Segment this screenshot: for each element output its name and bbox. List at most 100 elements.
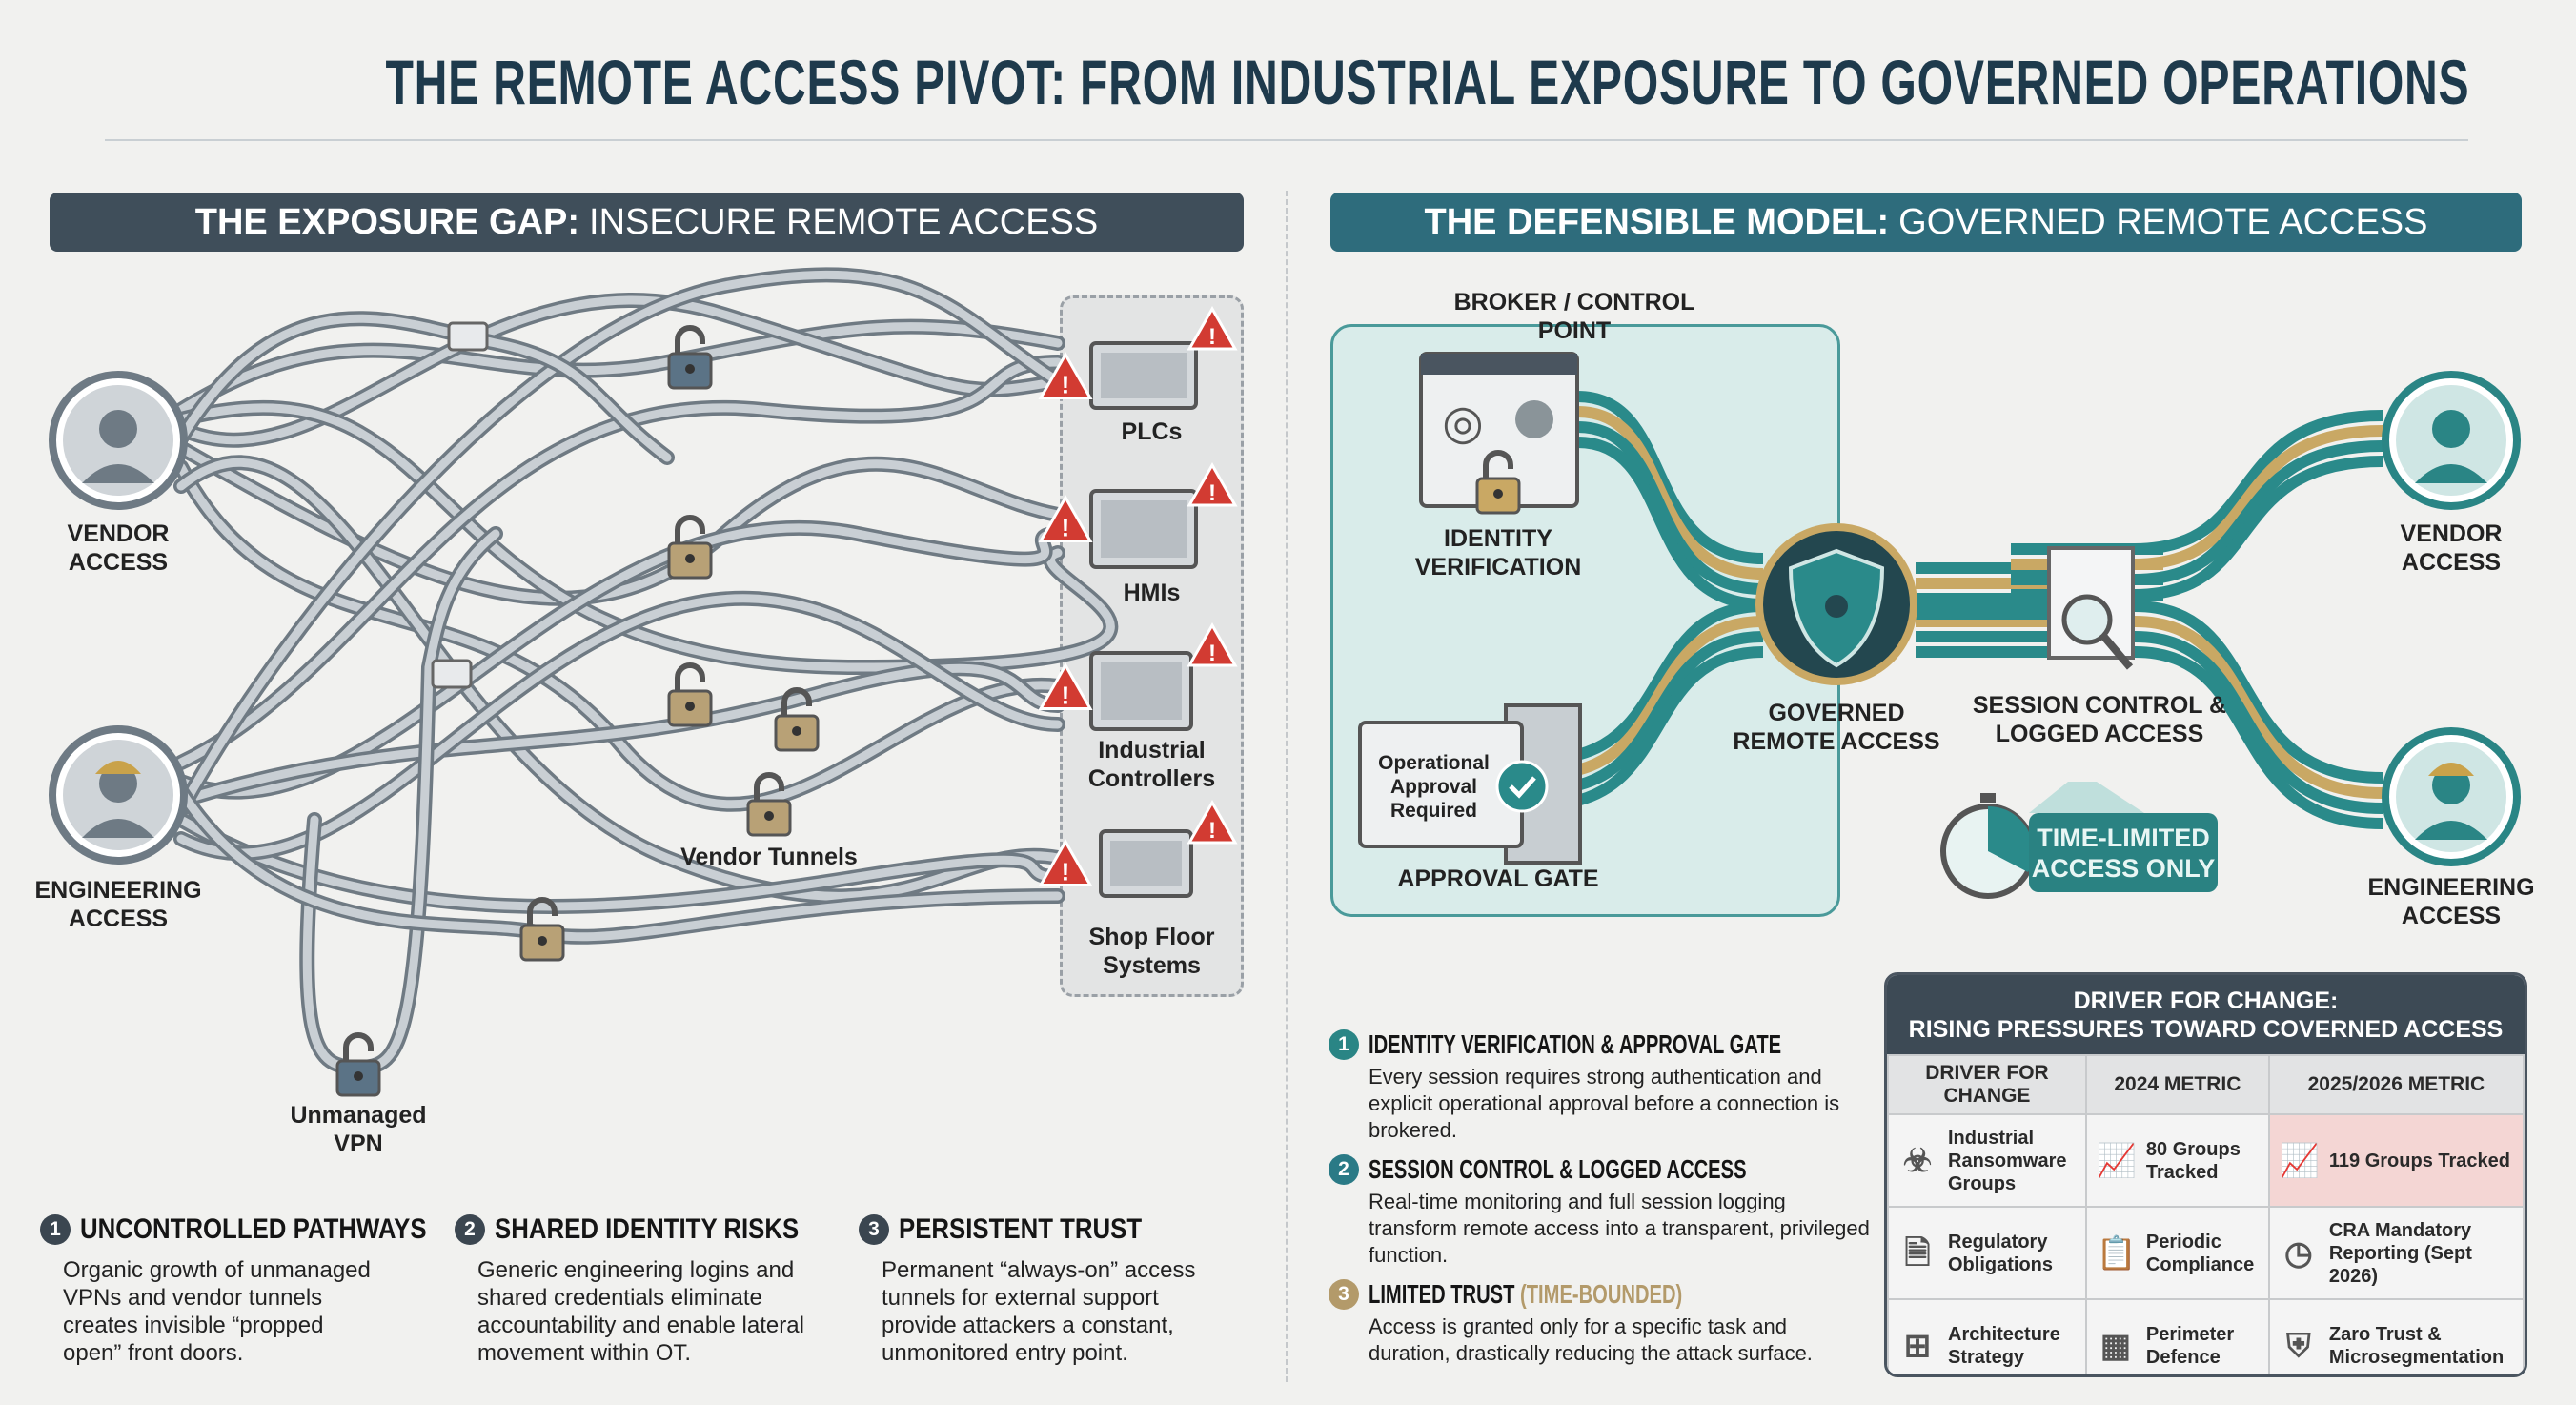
- pipe-highlight: [176, 663, 1063, 805]
- point-body: Generic engineering logins and shared cr…: [477, 1257, 804, 1366]
- exposure-gap-header: THE EXPOSURE GAP:INSECURE REMOTE ACCESS: [50, 193, 1244, 252]
- table-cell: ⛨Zaro Trust & Microsegmentation: [2267, 1298, 2525, 1374]
- col-header: DRIVER FOR CHANGE: [1887, 1054, 2087, 1115]
- pipe: [2134, 646, 2383, 829]
- warning-icon: !: [1038, 838, 1093, 886]
- cell-text: 80 Groups Tracked: [2145, 1138, 2241, 1183]
- cell-text: 119 Groups Tracked: [2328, 1150, 2510, 1171]
- device-hmis: HMIs: [1123, 580, 1181, 606]
- table-cell: 📈119 Groups Tracked: [2267, 1113, 2525, 1208]
- col-header: 2024 METRIC: [2084, 1054, 2270, 1115]
- table-cell: 📋Periodic Compliance: [2084, 1206, 2270, 1300]
- defensible-model-header: THE DEFENSIBLE MODEL:GOVERNED REMOTE ACC…: [1330, 193, 2522, 252]
- table-cell: 📈80 Groups Tracked: [2084, 1113, 2270, 1208]
- warning-mark: !: [1208, 641, 1216, 666]
- pipe: [2134, 456, 2383, 601]
- pipe-highlight: [176, 815, 1063, 911]
- device-shop-floor: Shop Floor Systems: [1088, 924, 1215, 979]
- table-cell: ▦Perimeter Defence: [2084, 1298, 2270, 1374]
- plc-icon: [1089, 341, 1198, 410]
- checkmark-icon: [1495, 760, 1549, 813]
- identity-verification-label: IDENTITY VERIFICATION: [1414, 525, 1582, 580]
- driver-table: DRIVER FOR CHANGE:RISING PRESSURES TOWAR…: [1884, 972, 2527, 1377]
- padlock-icon: [667, 325, 713, 390]
- approval-window-text: Operational Approval Required: [1378, 752, 1490, 822]
- connector-card-icon: [431, 659, 473, 689]
- padlock-icon: [774, 687, 820, 752]
- warning-mark: !: [1062, 681, 1070, 709]
- governed-shield-icon: [1755, 523, 1917, 685]
- pipe-highlight: [302, 529, 500, 1072]
- cell-text: Architecture Strategy: [1948, 1323, 2060, 1368]
- pipe: [2134, 425, 2383, 570]
- device-plcs: PLCs: [1121, 418, 1183, 445]
- warning-mark: !: [1208, 324, 1216, 350]
- pipe-highlight: [176, 270, 1063, 815]
- time-limited-badge: TIME-LIMITED ACCESS ONLY: [2029, 813, 2218, 892]
- page-title-wrap: THE REMOTE ACCESS PIVOT: FROM INDUSTRIAL…: [0, 46, 2576, 118]
- pipe: [1543, 646, 1764, 810]
- point-body: Real-time monitoring and full session lo…: [1369, 1190, 1870, 1267]
- warning-icon: !: [1187, 305, 1238, 351]
- clipboard-icon: 📋: [2096, 1234, 2138, 1272]
- pipe: [1543, 601, 1764, 764]
- warning-icon: !: [1038, 494, 1093, 542]
- engineer-person-icon: [2382, 727, 2521, 866]
- table-row: ☣Industrial Ransomware Groups📈80 Groups …: [1887, 1113, 2525, 1208]
- session-log-document-icon: [2047, 546, 2135, 670]
- tangled-pipes: [173, 267, 1119, 1076]
- connector-card-icon: [447, 321, 489, 352]
- warning-icon: !: [1187, 799, 1238, 845]
- table-cell: ◷CRA Mandatory Reporting (Sept 2026): [2267, 1206, 2525, 1300]
- shield-icon: ⛨: [2286, 1327, 2311, 1364]
- engineering-access-label: ENGINEERING ACCESS: [34, 877, 202, 932]
- table-cell: ☣Industrial Ransomware Groups: [1887, 1113, 2087, 1208]
- session-control-label: SESSION CONTROL & LOGGED ACCESS: [1972, 692, 2227, 747]
- unmanaged-vpn-label: Unmanaged VPN: [290, 1102, 427, 1157]
- point-title: IDENTITY VERIFICATION & APPROVAL GATE: [1369, 1029, 1782, 1059]
- pipe-highlight: [176, 357, 1063, 767]
- fingerprint-icon: ◎: [1442, 396, 1484, 449]
- approval-gate-label: APPROVAL GATE: [1397, 865, 1599, 892]
- engineering-access-right-label: ENGINEERING ACCESS: [2367, 874, 2535, 929]
- padlock-icon: [746, 772, 792, 837]
- table-title-line1: DRIVER FOR CHANGE:: [2073, 987, 2339, 1014]
- controller-icon: [1089, 651, 1193, 731]
- pipe-highlight: [176, 403, 1115, 672]
- cell-text: Regulatory Obligations: [1948, 1231, 2053, 1275]
- pipe: [1543, 616, 1764, 780]
- pipe: [2134, 601, 2383, 784]
- warning-mark: !: [1062, 857, 1070, 886]
- warning-icon: !: [1038, 351, 1093, 399]
- vendor-access-right-label: VENDOR ACCESS: [2400, 520, 2503, 576]
- header-bold: THE DEFENSIBLE MODEL:: [1424, 201, 1890, 242]
- table-title: DRIVER FOR CHANGE:RISING PRESSURES TOWAR…: [1887, 975, 2525, 1054]
- engineer-person-icon: [49, 725, 188, 865]
- page-title: THE REMOTE ACCESS PIVOT: FROM INDUSTRIAL…: [385, 47, 2470, 117]
- pipe: [1576, 406, 1764, 580]
- pipe: [2134, 631, 2383, 814]
- point-title: PERSISTENT TRUST: [899, 1213, 1143, 1245]
- table-cell: 🗎Regulatory Obligations: [1887, 1206, 2087, 1300]
- cell-text: Periodic Compliance: [2145, 1231, 2255, 1275]
- point-title-accent: (TIME-BOUNDED): [1520, 1279, 1683, 1309]
- bar-chart-up-icon: 📈: [2096, 1142, 2138, 1179]
- pipe-highlight: [176, 462, 1063, 809]
- point-body: Organic growth of unmanaged VPNs and ven…: [63, 1257, 371, 1366]
- firewall-icon: ▦: [2099, 1327, 2131, 1364]
- padlock-icon: [335, 1032, 381, 1097]
- number-badge: 1: [40, 1214, 71, 1245]
- table-row: 🗎Regulatory Obligations📋Periodic Complia…: [1887, 1206, 2525, 1300]
- point-title: SHARED IDENTITY RISKS: [495, 1213, 800, 1245]
- title-divider: [105, 139, 2468, 141]
- table-row: ⊞Architecture Strategy▦Perimeter Defence…: [1887, 1298, 2525, 1374]
- padlock-icon: [667, 515, 713, 580]
- table-cell: ⊞Architecture Strategy: [1887, 1298, 2087, 1374]
- governed-remote-access-label: GOVERNED REMOTE ACCESS: [1733, 700, 1940, 755]
- vendor-tunnels-label: Vendor Tunnels: [680, 844, 858, 870]
- warning-mark: !: [1062, 370, 1070, 398]
- vendor-access-label: VENDOR ACCESS: [67, 520, 170, 576]
